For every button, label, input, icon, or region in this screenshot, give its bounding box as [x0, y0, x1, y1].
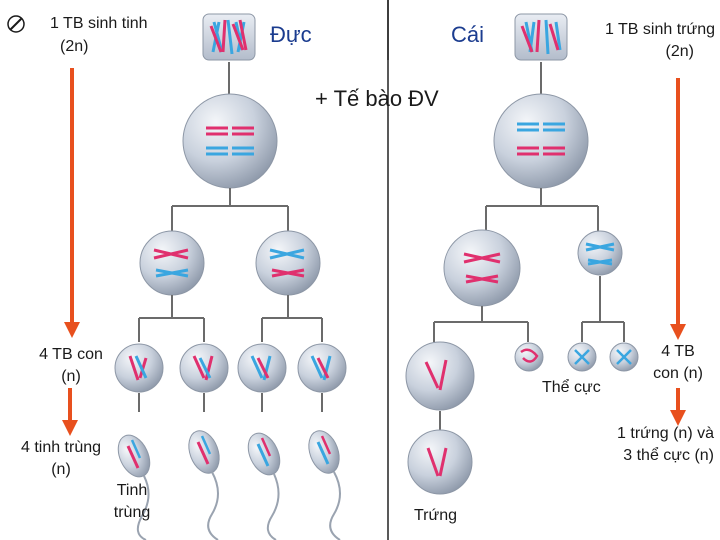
result-line1: 1 trứng (n) và — [617, 425, 714, 442]
male-label: Đực — [270, 22, 312, 47]
male-branch-2 — [138, 295, 323, 342]
female-parent-cell — [514, 13, 568, 61]
sperm-cell-2 — [188, 430, 220, 540]
male-haploid-cell-3 — [237, 343, 287, 393]
sperm-cell-4 — [308, 430, 341, 540]
female-polar-body-1 — [577, 230, 623, 276]
left-stage3-line1: 4 tinh trùng — [20, 439, 102, 456]
female-ootid-cell — [405, 341, 475, 411]
female-title-line1: 1 TB sinh trứng — [604, 21, 715, 38]
egg-cell — [407, 429, 473, 495]
center-caption: + Tế bào ĐV — [315, 86, 439, 111]
pencil-icon — [7, 15, 25, 33]
left-stage3-line2: (n) — [51, 461, 71, 478]
right-stage2-line1: 4 TB — [661, 343, 695, 360]
male-parent-cell — [202, 13, 256, 61]
left-stage2-line1: 4 TB con — [39, 346, 103, 363]
male-meiosis2-cell-right — [255, 230, 321, 296]
female-meiosis2-cell-large — [443, 229, 521, 307]
female-branch-2 — [433, 276, 625, 342]
male-haploid-cell-4 — [297, 343, 347, 393]
female-title-line2: (2n) — [665, 43, 694, 60]
female-meiosis1-cell — [493, 93, 589, 189]
female-branch-1 — [485, 188, 599, 232]
right-stage2-line2: con (n) — [653, 365, 703, 382]
female-polar-body-2 — [514, 342, 544, 372]
sperm-label-line1: Tinh — [116, 482, 148, 499]
male-meiosis1-cell — [182, 93, 278, 189]
female-label: Cái — [451, 22, 485, 47]
sperm-cell-3 — [247, 432, 281, 540]
male-haploid-cell-2 — [179, 343, 229, 393]
female-polar-body-4 — [609, 342, 639, 372]
female-polar-body-3 — [567, 342, 597, 372]
male-branch-1 — [171, 188, 289, 232]
result-line2: 3 thể cực (n) — [623, 447, 714, 464]
male-title-line1: 1 TB sinh tinh — [50, 15, 148, 32]
sperm-cell-1 — [117, 434, 151, 540]
male-title-line2: (2n) — [60, 38, 89, 55]
male-haploid-cell-1 — [114, 343, 164, 393]
egg-label: Trứng — [414, 507, 458, 524]
male-meiosis2-cell-left — [139, 230, 205, 296]
sperm-label-line2: trùng — [113, 504, 151, 521]
left-stage2-line2: (n) — [61, 368, 81, 385]
polar-body-label: Thể cực — [542, 379, 601, 396]
